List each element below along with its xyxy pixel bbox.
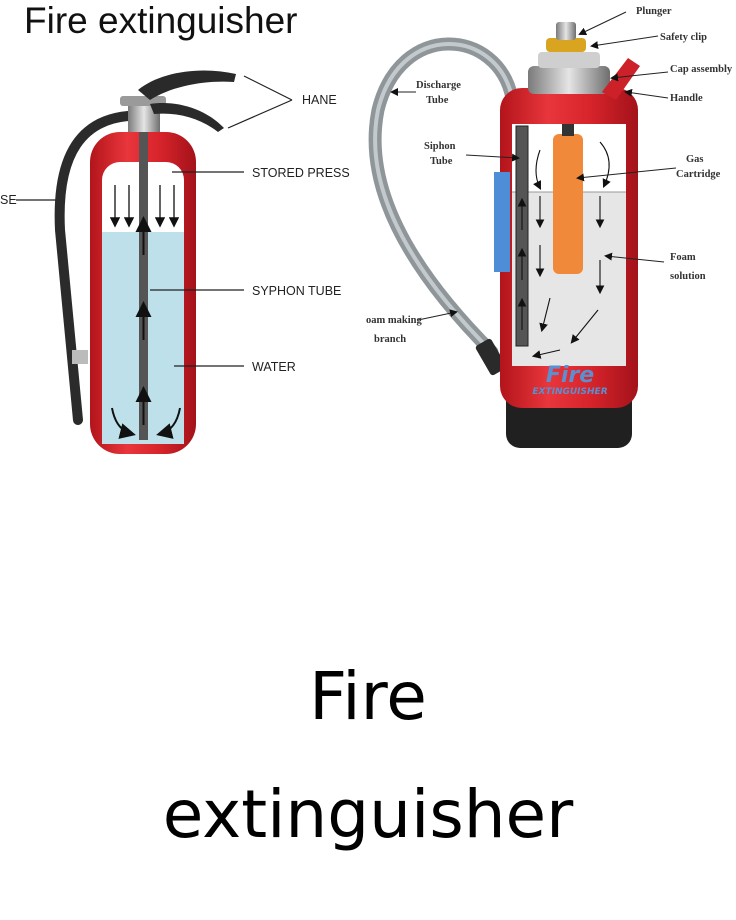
diagrams: HANE SE STORED PRESS SYPHON TUBE WATER xyxy=(0,6,733,454)
tank-brand: Fire xyxy=(546,363,594,388)
page-title: Fire extinguisher xyxy=(24,0,298,41)
label-cap-assembly: Cap assembly xyxy=(670,64,733,75)
label-water: WATER xyxy=(252,360,296,374)
label-stored-pressure: STORED PRESS xyxy=(252,166,350,180)
safety-clip xyxy=(546,38,586,52)
caption-line-1: Fire xyxy=(309,658,427,735)
caption-line-2: extinguisher xyxy=(162,776,574,853)
branch-nozzle xyxy=(475,338,507,376)
tank-subtext: EXTINGUISHER xyxy=(532,387,607,397)
plunger xyxy=(556,22,576,40)
gas-cartridge xyxy=(553,134,583,274)
label-handle-right: Handle xyxy=(670,93,703,104)
label-gas-1: Gas xyxy=(686,154,704,165)
label-safety-clip: Safety clip xyxy=(660,32,707,43)
cap-assembly xyxy=(528,66,610,94)
label-branch-2: branch xyxy=(374,334,406,345)
handle-lever-icon xyxy=(150,103,224,132)
label-branch-1: oam making xyxy=(366,315,422,326)
siphon-tube-right xyxy=(515,125,529,347)
pressure-arrows xyxy=(109,185,180,228)
water-extinguisher-diagram: HANE SE STORED PRESS SYPHON TUBE WATER xyxy=(0,70,350,454)
handle-right xyxy=(602,58,640,100)
foam-flow-arrows xyxy=(517,141,611,359)
hose-clip xyxy=(72,350,88,364)
hose xyxy=(54,111,133,425)
label-foam-2: solution xyxy=(670,271,706,282)
handle-top-icon xyxy=(138,70,236,100)
label-siphon-2: Tube xyxy=(430,156,453,167)
flow-arrows xyxy=(111,216,181,439)
label-hose: SE xyxy=(0,193,17,207)
label-discharge-1: Discharge xyxy=(416,80,461,91)
label-plunger: Plunger xyxy=(636,6,672,17)
tank-sticker xyxy=(494,172,510,272)
label-discharge-2: Tube xyxy=(426,95,449,106)
foam-extinguisher-diagram: Fire EXTINGUISHER Plunger Safety clip Ca… xyxy=(366,6,733,448)
syphon-tube xyxy=(139,132,148,440)
label-siphon-1: Siphon xyxy=(424,141,456,152)
label-foam-1: Foam xyxy=(670,252,696,263)
label-syphon-tube: SYPHON TUBE xyxy=(252,284,341,298)
label-handle: HANE xyxy=(302,93,337,107)
caption: Fire extinguisher xyxy=(0,638,736,874)
label-gas-2: Cartridge xyxy=(676,169,721,180)
